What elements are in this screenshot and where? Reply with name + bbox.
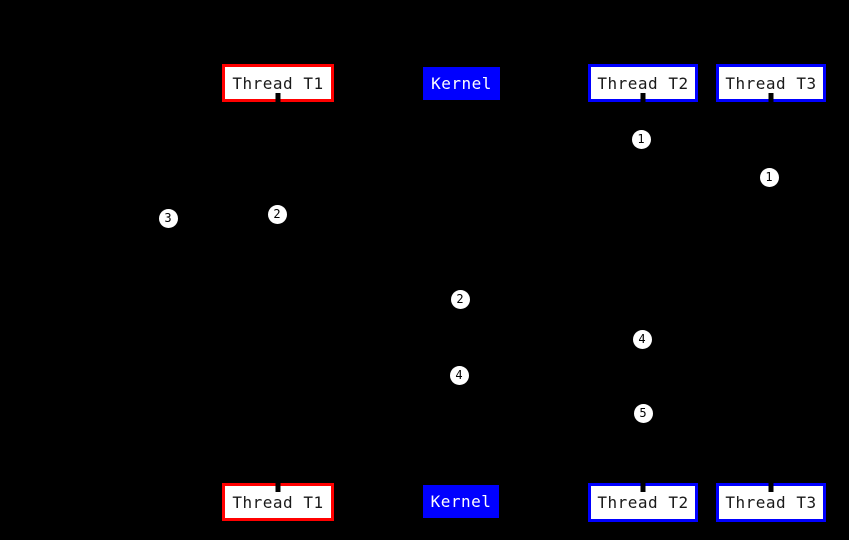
event-1-under-t2: 1 [631,129,651,149]
event-4-center: 4 [449,365,469,385]
box-thread-t3-bottom: Thread T3 [716,482,826,522]
event-4-right: 4 [632,329,652,349]
box-label-thread-t3-top: Thread T3 [725,73,817,93]
event-1-under-t3: 1 [759,167,779,187]
box-thread-t2-top: Thread T2 [588,64,698,103]
box-kernel-bottom: Kernel [423,485,499,518]
box-label-thread-t1-bottom: Thread T1 [232,492,324,512]
connector-stub-thread-t1-bottom [275,482,281,492]
box-thread-t1-top: Thread T1 [222,64,334,103]
box-label-thread-t3-bottom: Thread T3 [725,493,817,512]
event-3-left: 3 [158,208,178,228]
connector-stub-thread-t3-top [768,93,774,103]
connector-stub-thread-t3-bottom [768,482,774,492]
event-5-right: 5 [633,403,653,423]
box-thread-t3-top: Thread T3 [716,64,826,103]
box-label-kernel-bottom: Kernel [430,492,492,511]
event-2-center: 2 [450,289,470,309]
connector-stub-thread-t2-bottom [640,482,646,492]
box-thread-t2-bottom: Thread T2 [588,482,698,522]
box-label-thread-t2-top: Thread T2 [597,73,689,93]
box-label-thread-t1-top: Thread T1 [232,73,324,93]
box-label-kernel-top: Kernel [431,74,492,93]
connector-stub-thread-t2-top [640,93,646,103]
box-kernel-top: Kernel [423,67,500,100]
box-label-thread-t2-bottom: Thread T2 [597,493,689,512]
event-2-left: 2 [267,204,287,224]
connector-stub-thread-t1-top [275,93,281,103]
box-thread-t1-bottom: Thread T1 [222,482,334,521]
